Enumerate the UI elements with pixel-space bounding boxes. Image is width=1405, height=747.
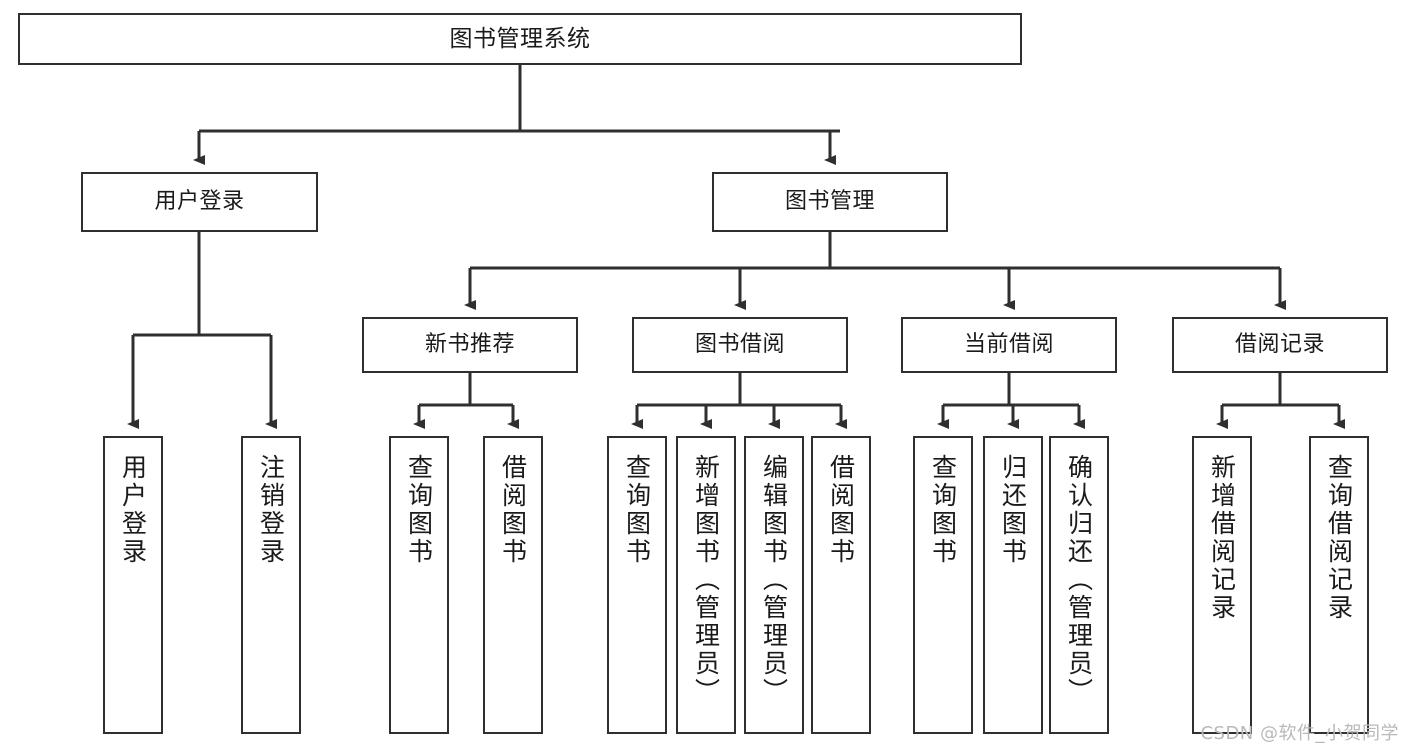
node-label: 用户登录 xyxy=(118,454,148,566)
node-label: 图书借阅 xyxy=(694,332,785,357)
node-label: 图书管理 xyxy=(784,189,875,214)
node-label: 新书推荐 xyxy=(424,332,515,357)
node-label: 借阅图书 xyxy=(826,454,856,566)
node-label: 确认归还（管理员） xyxy=(1064,454,1094,706)
leaf-current-borrow-confirm-return-admin[interactable]: 确认归还（管理员） xyxy=(1049,436,1109,734)
node-label: 用户登录 xyxy=(154,189,245,214)
leaf-book-borrow-borrow-book[interactable]: 借阅图书 xyxy=(811,436,871,734)
node-borrow-record[interactable]: 借阅记录 xyxy=(1172,317,1388,373)
node-label: 新增图书（管理员） xyxy=(691,454,721,706)
leaf-borrow-record-query-record[interactable]: 查询借阅记录 xyxy=(1309,436,1369,734)
leaf-current-borrow-return-book[interactable]: 归还图书 xyxy=(983,436,1043,734)
node-current-borrow[interactable]: 当前借阅 xyxy=(901,317,1117,373)
node-label: 编辑图书（管理员） xyxy=(759,454,789,706)
node-label: 新增借阅记录 xyxy=(1207,454,1237,622)
leaf-book-borrow-edit-book-admin[interactable]: 编辑图书（管理员） xyxy=(744,436,804,734)
node-label: 查询借阅记录 xyxy=(1324,454,1354,622)
leaf-book-borrow-query-book[interactable]: 查询图书 xyxy=(607,436,667,734)
node-label: 当前借阅 xyxy=(963,332,1054,357)
node-label: 图书管理系统 xyxy=(449,25,591,52)
leaf-user-login-login[interactable]: 用户登录 xyxy=(103,436,163,734)
node-label: 查询图书 xyxy=(928,454,958,566)
leaf-book-borrow-add-book-admin[interactable]: 新增图书（管理员） xyxy=(676,436,736,734)
leaf-current-borrow-query-book[interactable]: 查询图书 xyxy=(913,436,973,734)
node-label: 借阅图书 xyxy=(498,454,528,566)
leaf-new-book-borrow-book[interactable]: 借阅图书 xyxy=(483,436,543,734)
leaf-user-login-logout[interactable]: 注销登录 xyxy=(241,436,301,734)
node-label: 归还图书 xyxy=(998,454,1028,566)
leaf-new-book-query-book[interactable]: 查询图书 xyxy=(389,436,449,734)
node-label: 查询图书 xyxy=(622,454,652,566)
node-root-book-management-system[interactable]: 图书管理系统 xyxy=(18,13,1022,65)
node-label: 借阅记录 xyxy=(1234,332,1325,357)
leaf-borrow-record-add-record[interactable]: 新增借阅记录 xyxy=(1192,436,1252,734)
node-book-borrow[interactable]: 图书借阅 xyxy=(632,317,848,373)
node-label: 注销登录 xyxy=(256,454,286,566)
node-user-login[interactable]: 用户登录 xyxy=(81,172,318,232)
node-book-management[interactable]: 图书管理 xyxy=(712,172,948,232)
node-label: 查询图书 xyxy=(404,454,434,566)
watermark-text: CSDN @软件_小贺同学 xyxy=(1200,723,1399,744)
node-new-book-recommend[interactable]: 新书推荐 xyxy=(362,317,578,373)
